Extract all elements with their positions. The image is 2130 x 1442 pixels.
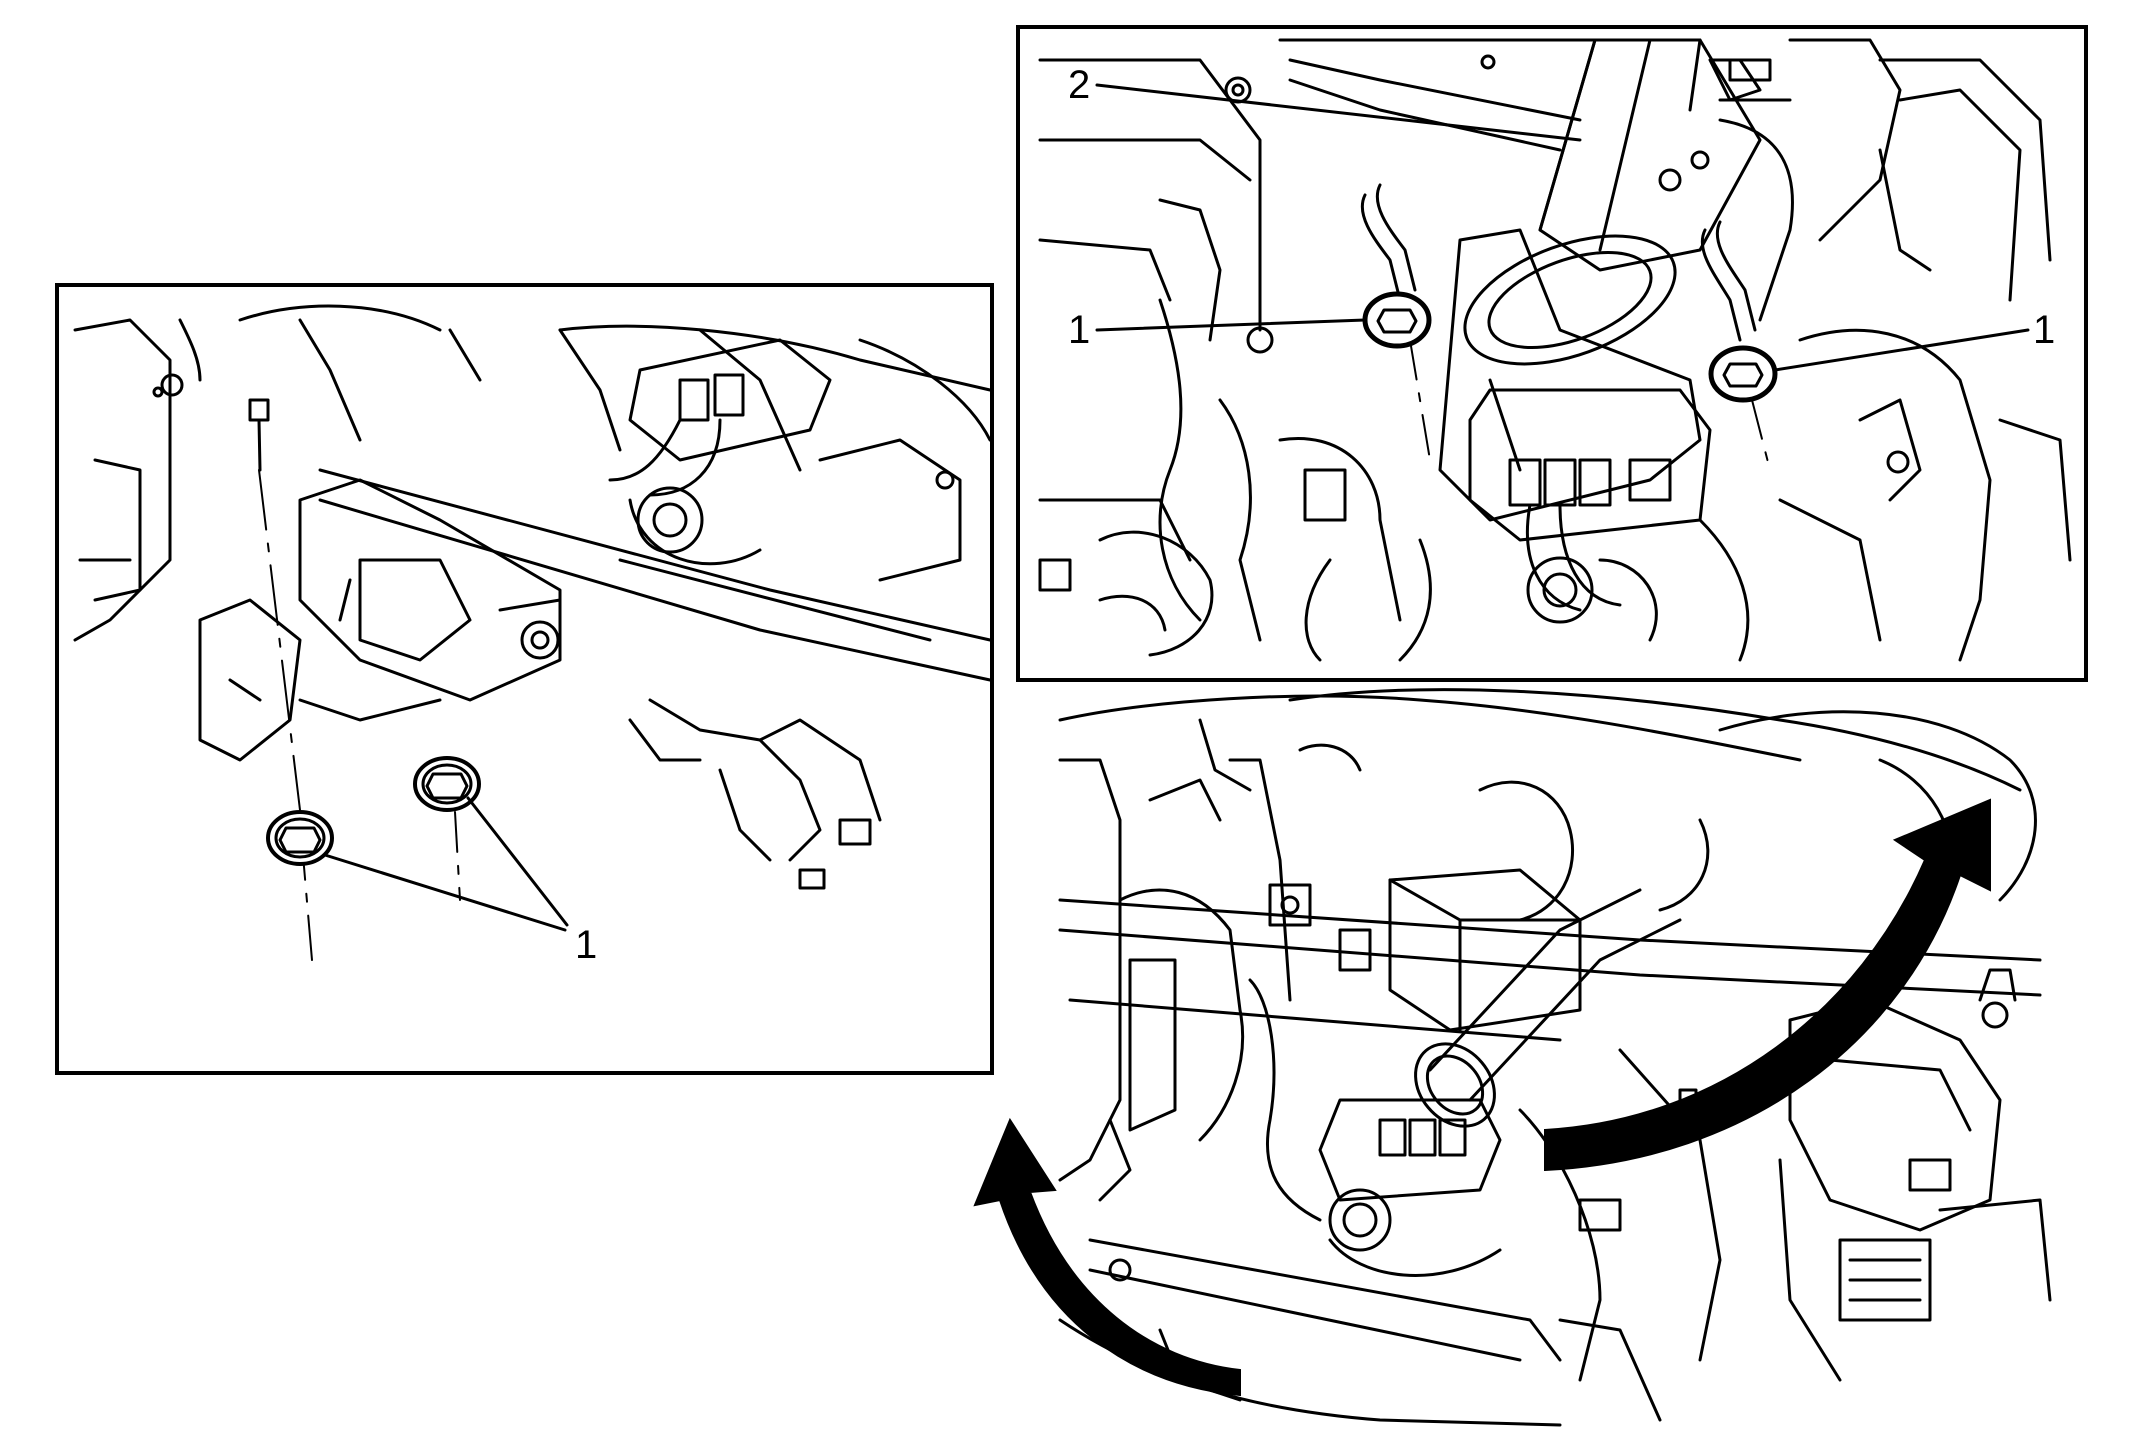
nut-icon [1708,345,1778,403]
stud-icon [1700,220,1757,342]
callout-label-1-left: 1 [1068,308,1090,352]
curved-arrow-icon [973,1117,1241,1397]
nut-icon [1362,291,1432,349]
main-view-dashboard [1058,688,2052,1427]
callout-label-2: 2 [1068,63,1090,107]
callout-label-1-right: 1 [2033,308,2055,352]
nut-icon [266,810,334,866]
stud-icon [1360,183,1417,302]
right-inset-panel: 2 1 1 [1016,25,2088,682]
left-inset-panel: 1 [55,283,994,1075]
curved-arrow-icon [1544,798,1991,1172]
stud-icon [248,398,270,472]
callout-label-1: 1 [575,923,597,967]
nut-icon [413,756,481,812]
